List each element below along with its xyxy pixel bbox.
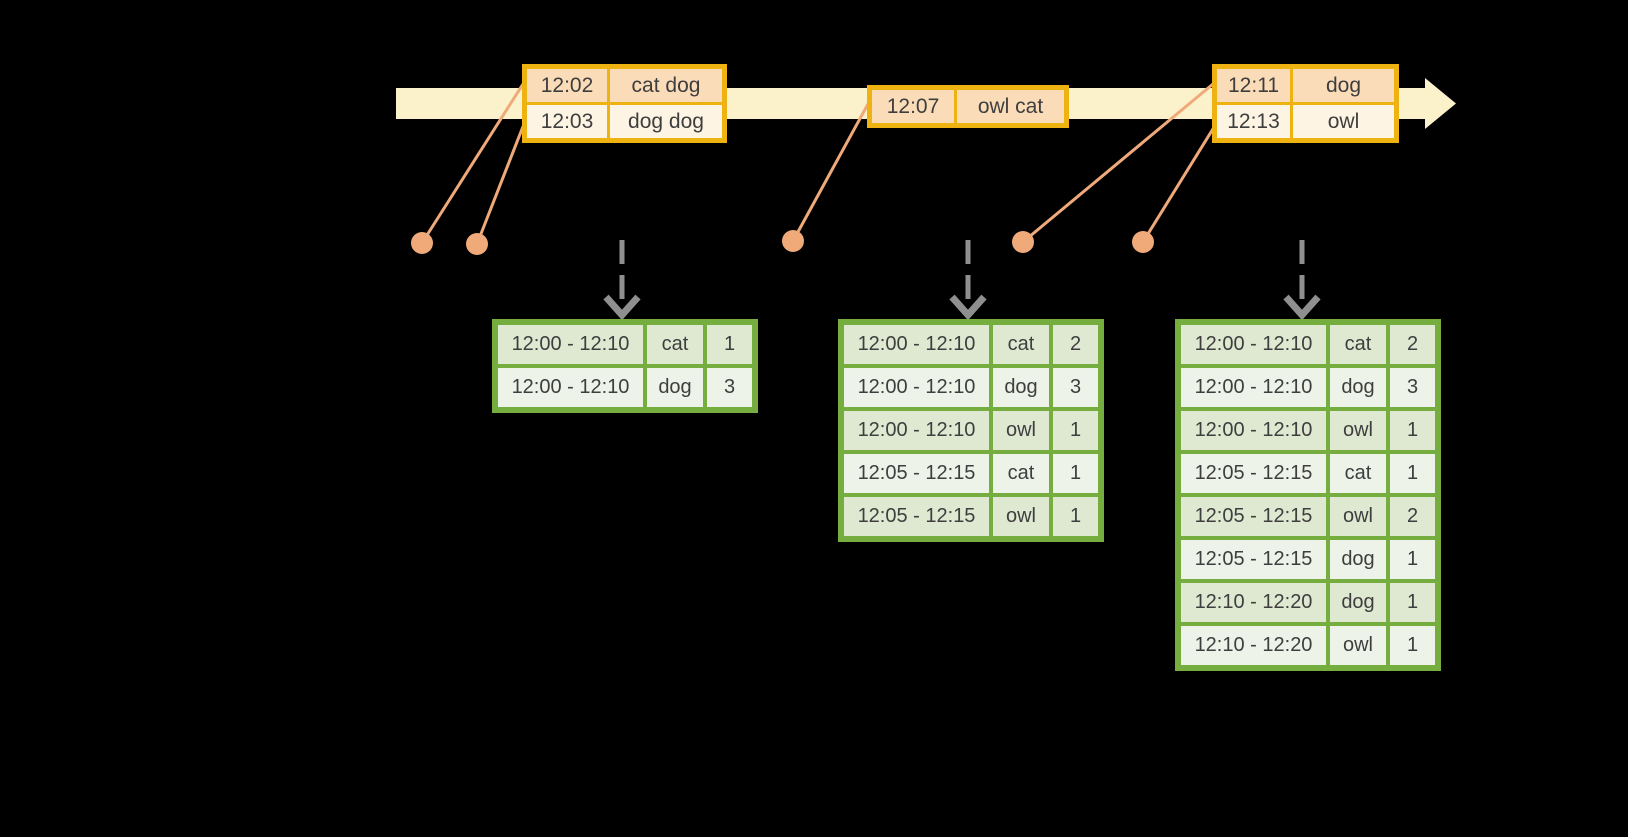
window-cell: 12:00 - 12:10 <box>498 325 643 364</box>
window-cell: 12:05 - 12:15 <box>1181 454 1326 493</box>
event-box: 12:02 cat dog 12:03 dog dog <box>522 64 727 143</box>
window-cell: 12:00 - 12:10 <box>1181 368 1326 407</box>
window-cell: 12:00 - 12:10 <box>1181 411 1326 450</box>
event-words-cell: owl <box>1293 105 1394 138</box>
event-connector-line <box>475 123 526 245</box>
word-cell: owl <box>993 411 1049 450</box>
event-words-cell: owl cat <box>957 90 1064 123</box>
event-connector-line <box>420 83 525 244</box>
word-cell: owl <box>1330 497 1386 536</box>
window-cell: 12:00 - 12:10 <box>498 368 643 407</box>
word-cell: dog <box>647 368 703 407</box>
count-cell: 1 <box>1390 626 1435 665</box>
event-connector-line <box>791 103 870 242</box>
event-words-cell: cat dog <box>610 69 722 102</box>
table-row: 12:05 - 12:15 owl 1 <box>844 497 1098 536</box>
table-row: 12:05 - 12:15 cat 1 <box>844 454 1098 493</box>
event-time-cell: 12:13 <box>1217 105 1290 138</box>
word-cell: dog <box>1330 368 1386 407</box>
window-cell: 12:10 - 12:20 <box>1181 626 1326 665</box>
word-cell: cat <box>647 325 703 364</box>
count-cell: 2 <box>1053 325 1098 364</box>
window-cell: 12:00 - 12:10 <box>844 411 989 450</box>
event-row: 12:13 owl <box>1217 105 1394 138</box>
word-cell: owl <box>1330 411 1386 450</box>
word-cell: owl <box>1330 626 1386 665</box>
event-row: 12:07 owl cat <box>872 90 1064 123</box>
count-cell: 1 <box>1390 411 1435 450</box>
table-row: 12:00 - 12:10 dog 3 <box>844 368 1098 407</box>
word-cell: dog <box>1330 540 1386 579</box>
trigger-arrow-head <box>603 294 641 321</box>
count-cell: 1 <box>1390 583 1435 622</box>
event-box: 12:07 owl cat <box>867 85 1069 128</box>
count-cell: 1 <box>707 325 752 364</box>
word-cell: cat <box>1330 325 1386 364</box>
table-row: 12:00 - 12:10 dog 3 <box>1181 368 1435 407</box>
event-row: 12:02 cat dog <box>527 69 722 102</box>
table-row: 12:05 - 12:15 owl 2 <box>1181 497 1435 536</box>
event-row: 12:03 dog dog <box>527 105 722 138</box>
table-row: 12:00 - 12:10 cat 2 <box>1181 325 1435 364</box>
count-cell: 3 <box>1053 368 1098 407</box>
result-table: 12:00 - 12:10 cat 2 12:00 - 12:10 dog 3 … <box>838 319 1104 542</box>
event-time-cell: 12:03 <box>527 105 607 138</box>
window-cell: 12:00 - 12:10 <box>1181 325 1326 364</box>
event-words-cell: dog <box>1293 69 1394 102</box>
result-table: 12:00 - 12:10 cat 2 12:00 - 12:10 dog 3 … <box>1175 319 1441 671</box>
count-cell: 3 <box>707 368 752 407</box>
trigger-arrow-head <box>949 294 987 321</box>
event-box: 12:11 dog 12:13 owl <box>1212 64 1399 143</box>
word-cell: owl <box>993 497 1049 536</box>
word-cell: cat <box>993 454 1049 493</box>
word-cell: cat <box>993 325 1049 364</box>
count-cell: 1 <box>1053 497 1098 536</box>
event-words-cell: dog dog <box>610 105 722 138</box>
trigger-arrow-head <box>1283 294 1321 321</box>
window-cell: 12:00 - 12:10 <box>844 368 989 407</box>
event-row: 12:11 dog <box>1217 69 1394 102</box>
event-dot <box>782 230 804 252</box>
table-row: 12:10 - 12:20 dog 1 <box>1181 583 1435 622</box>
window-cell: 12:05 - 12:15 <box>844 454 989 493</box>
event-dot <box>411 232 433 254</box>
event-connector-line <box>1141 123 1218 243</box>
event-connector-line <box>1022 82 1214 244</box>
word-cell: dog <box>1330 583 1386 622</box>
count-cell: 1 <box>1053 411 1098 450</box>
table-row: 12:00 - 12:10 owl 1 <box>1181 411 1435 450</box>
result-table: 12:00 - 12:10 cat 1 12:00 - 12:10 dog 3 <box>492 319 758 413</box>
count-cell: 2 <box>1390 325 1435 364</box>
window-cell: 12:05 - 12:15 <box>1181 497 1326 536</box>
event-dot <box>466 233 488 255</box>
event-dot <box>1012 231 1034 253</box>
window-cell: 12:10 - 12:20 <box>1181 583 1326 622</box>
event-time-cell: 12:02 <box>527 69 607 102</box>
table-row: 12:00 - 12:10 cat 1 <box>498 325 752 364</box>
window-cell: 12:05 - 12:15 <box>844 497 989 536</box>
count-cell: 1 <box>1053 454 1098 493</box>
table-row: 12:10 - 12:20 owl 1 <box>1181 626 1435 665</box>
count-cell: 1 <box>1390 454 1435 493</box>
event-dot <box>1132 231 1154 253</box>
table-row: 12:05 - 12:15 dog 1 <box>1181 540 1435 579</box>
table-row: 12:00 - 12:10 owl 1 <box>844 411 1098 450</box>
event-time-cell: 12:07 <box>872 90 954 123</box>
word-cell: cat <box>1330 454 1386 493</box>
count-cell: 3 <box>1390 368 1435 407</box>
word-cell: dog <box>993 368 1049 407</box>
table-row: 12:00 - 12:10 cat 2 <box>844 325 1098 364</box>
window-cell: 12:05 - 12:15 <box>1181 540 1326 579</box>
window-cell: 12:00 - 12:10 <box>844 325 989 364</box>
event-time-cell: 12:11 <box>1217 69 1290 102</box>
count-cell: 2 <box>1390 497 1435 536</box>
count-cell: 1 <box>1390 540 1435 579</box>
table-row: 12:05 - 12:15 cat 1 <box>1181 454 1435 493</box>
table-row: 12:00 - 12:10 dog 3 <box>498 368 752 407</box>
